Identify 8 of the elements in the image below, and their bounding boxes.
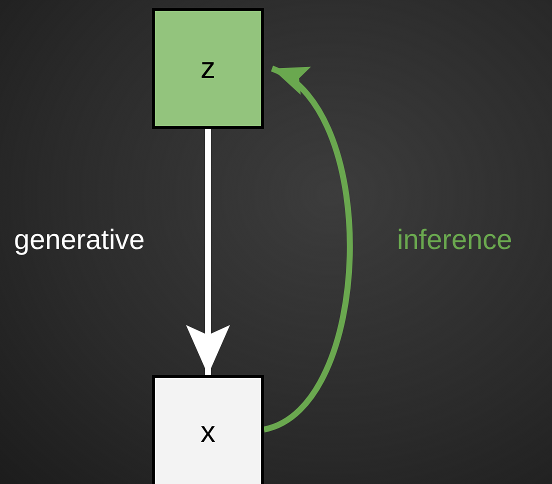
variable-label: z — [200, 52, 216, 86]
arrow — [262, 66, 353, 432]
edge-label: generative — [14, 224, 145, 256]
variable-box — [152, 375, 264, 484]
variable-label: x — [200, 416, 216, 450]
variable-box — [152, 8, 264, 129]
edge-label: inference — [397, 224, 512, 256]
arrow — [186, 129, 230, 375]
